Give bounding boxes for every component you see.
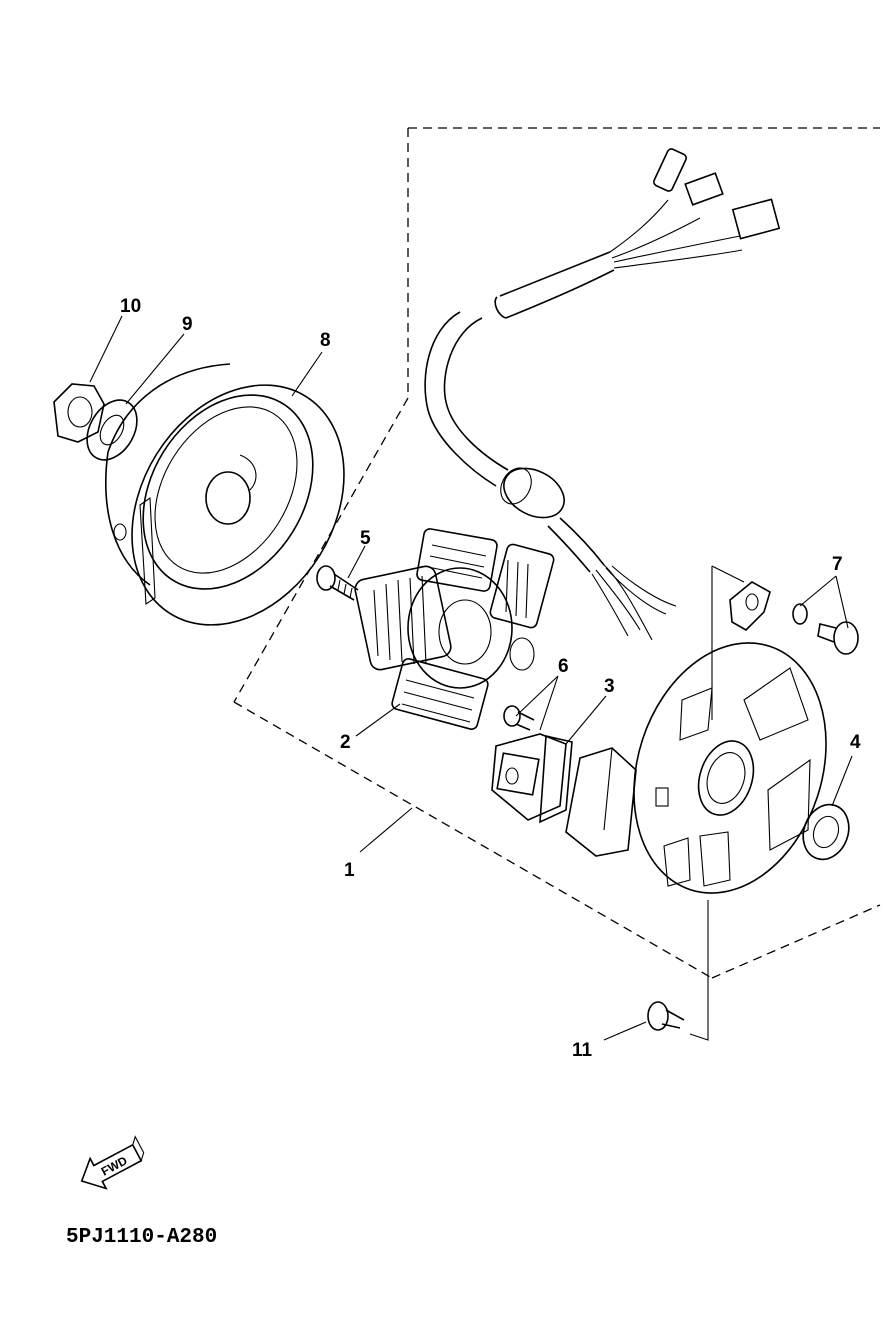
oil-seal	[802, 803, 850, 861]
nut	[53, 383, 105, 443]
flywheel-rotor	[105, 363, 345, 626]
callout-5: 5	[360, 528, 371, 549]
callout-4: 4	[850, 732, 861, 753]
stator-base-plate	[633, 642, 827, 894]
callout-10: 10	[120, 296, 141, 317]
base-screw	[647, 1001, 685, 1031]
drawing-code: 5PJ1110-A280	[66, 1226, 217, 1249]
callout-7: 7	[832, 554, 843, 575]
wire-harness	[424, 148, 781, 641]
callout-9: 9	[182, 314, 193, 335]
lead-clamp	[729, 581, 771, 631]
pickup-screws	[503, 705, 535, 731]
callout-labels: 1 2 3 4 5 6 7 8 9 10 11	[120, 296, 861, 1061]
callout-11: 11	[572, 1040, 593, 1061]
clamp-washer	[792, 603, 808, 625]
leader-lines	[89, 315, 853, 1041]
washer	[86, 399, 138, 461]
callout-3: 3	[604, 676, 615, 697]
assembly-boundary	[233, 127, 881, 979]
stator-screw	[316, 565, 359, 601]
callout-1: 1	[344, 860, 355, 881]
callout-8: 8	[320, 330, 331, 351]
callout-6: 6	[558, 656, 569, 677]
forward-direction-arrow: FWD	[80, 1135, 145, 1190]
callout-2: 2	[340, 732, 351, 753]
stator-coil	[354, 528, 555, 730]
group-brackets	[689, 565, 745, 1041]
clamp-bolt	[817, 621, 859, 655]
pickup-coil	[491, 733, 637, 857]
